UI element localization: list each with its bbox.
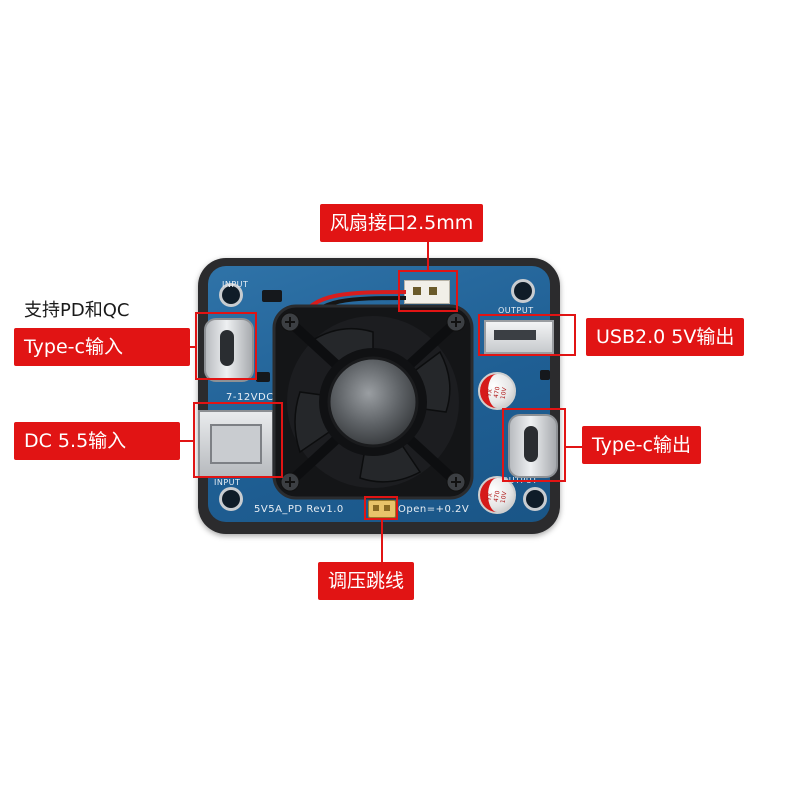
electrolytic-capacitor: YX 470 10V — [478, 372, 516, 410]
voltage-jumper-header — [368, 500, 396, 518]
label-voltage-jumper: 调压跳线 — [318, 562, 415, 600]
frame-usb-output — [478, 314, 576, 356]
leader-jumper — [381, 520, 383, 562]
mount-hole — [526, 490, 544, 508]
frame-dc-input — [193, 402, 283, 478]
leader-fan-port — [427, 242, 429, 270]
label-pd-qc-note: 支持PD和QC — [24, 300, 130, 321]
label-typec-input: Type-c输入 — [14, 328, 190, 366]
usb-a-output-port — [484, 320, 554, 354]
silk-output-top: OUTPUT — [498, 306, 534, 315]
silk-input-top: INPUT — [222, 280, 249, 289]
leader-typec-input — [190, 346, 196, 348]
silk-jumper-note: Open=+0.2V — [398, 504, 470, 515]
electrolytic-capacitor: YX 470 10V — [478, 476, 516, 514]
typec-output-port — [508, 414, 558, 478]
frame-jumper — [364, 496, 398, 520]
leader-typec-output — [566, 446, 582, 448]
dc-jack-port — [198, 410, 274, 478]
label-fan-port: 风扇接口2.5mm — [320, 204, 484, 242]
label-dc-input: DC 5.5输入 — [14, 422, 180, 460]
silk-input-bottom: INPUT — [214, 478, 241, 487]
smd-component — [262, 290, 282, 302]
label-typec-output: Type-c输出 — [582, 426, 701, 464]
mount-hole — [514, 282, 532, 300]
leader-dc-input — [180, 440, 194, 442]
typec-input-port — [204, 318, 254, 382]
frame-fan-port — [398, 270, 458, 312]
frame-typec-input — [195, 312, 257, 380]
smd-component — [256, 372, 270, 382]
cooling-fan — [272, 304, 474, 500]
fan-connector — [404, 280, 450, 304]
label-usb-output: USB2.0 5V输出 — [586, 318, 745, 356]
silk-model: 5V5A_PD Rev1.0 — [254, 504, 344, 515]
mount-hole — [222, 286, 240, 304]
mount-hole — [222, 490, 240, 508]
silk-voltage-range: 7-12VDC — [226, 392, 274, 403]
frame-typec-output — [502, 408, 566, 482]
smd-component — [540, 370, 550, 380]
